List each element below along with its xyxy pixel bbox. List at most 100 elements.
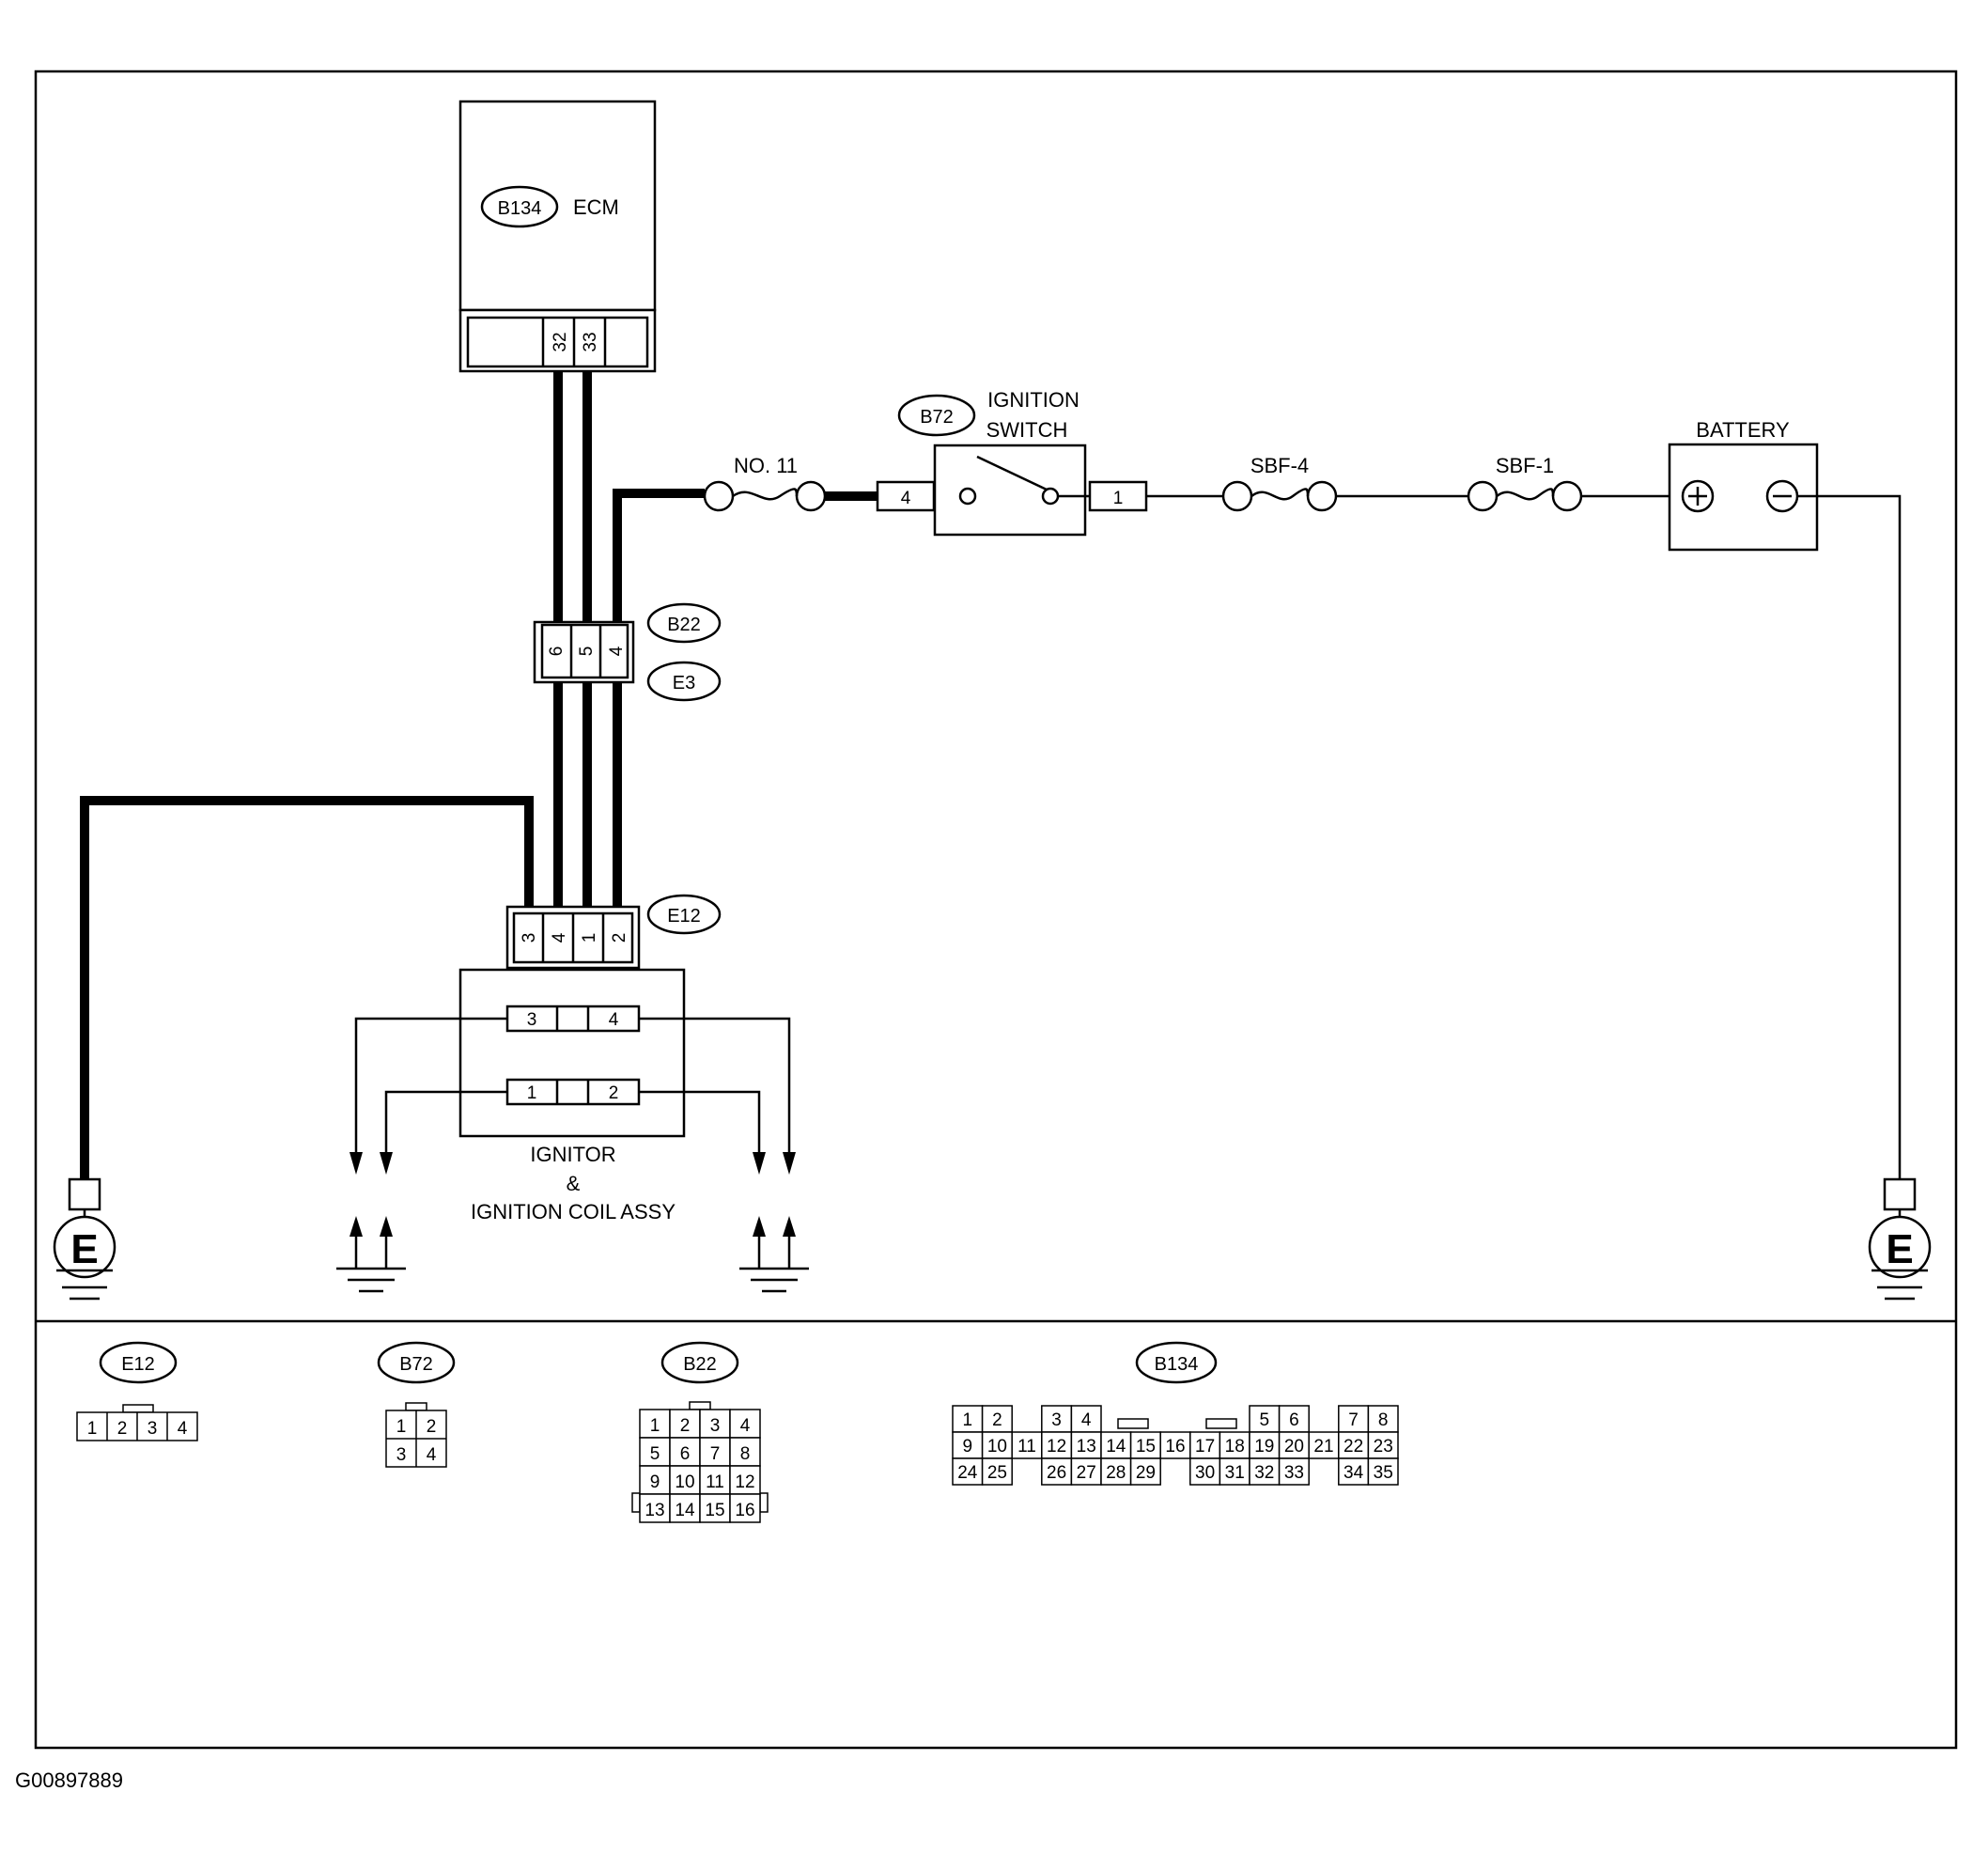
ecm-module: B134 ECM 32 33 [458, 100, 657, 373]
connector-view-b134-pin: 18 [1225, 1437, 1245, 1457]
connector-view-b134-cell [1100, 1457, 1132, 1486]
connector-view-e12: E12 1 2 3 4 [76, 1341, 198, 1441]
connector-view-b134-cell [1278, 1457, 1310, 1486]
coil-upper-pin-4: 4 [609, 1010, 619, 1030]
arrow-up-icon [380, 1216, 393, 1237]
connector-view-b134-pin: 8 [1378, 1410, 1389, 1430]
connector-view-b134-pin: 3 [1051, 1410, 1062, 1430]
connector-view-b134-pin: 28 [1106, 1463, 1126, 1483]
ground-e-icon [1868, 1215, 1932, 1279]
joint-pin-6: 6 [547, 647, 567, 657]
connector-view-b72: B72 1 2 3 4 [377, 1341, 456, 1468]
connector-view-b134-cell [1367, 1457, 1399, 1486]
arrow-down-icon [753, 1152, 766, 1175]
connector-view-b134-pin: 11 [1017, 1437, 1036, 1457]
connector-view-b134-pin: 1 [963, 1410, 973, 1430]
coil-lower-pin-1: 1 [527, 1083, 537, 1103]
connector-view-b22-cell [669, 1409, 701, 1439]
e12-label: E12 [667, 906, 701, 927]
connector-view-b72-name: B72 [399, 1354, 433, 1375]
connector-view-e12-pin: 2 [117, 1419, 128, 1439]
connector-view-b134-pin: 17 [1195, 1437, 1215, 1457]
e12-badge [646, 894, 722, 935]
connector-view-b22-cell [729, 1437, 761, 1467]
connector-view-b134-pin: 23 [1374, 1437, 1393, 1457]
connector-view-b134-cell [1100, 1431, 1132, 1459]
ground-symbol-icon [336, 1216, 406, 1293]
ground-symbol-icon [739, 1216, 809, 1293]
connector-view-b22-pin: 10 [675, 1472, 694, 1492]
connector-view-b72-pin: 4 [427, 1445, 437, 1465]
e12-pin-1: 1 [580, 933, 599, 943]
ignition-switch-pin-1: 1 [1113, 489, 1124, 508]
connector-view-b134-pin: 26 [1047, 1463, 1066, 1483]
connector-view-b22-cell [699, 1409, 731, 1439]
connector-view-b134-pin: 10 [987, 1437, 1007, 1457]
connector-view-b134-pin: 14 [1106, 1437, 1126, 1457]
connector-view-b134-cell [1129, 1457, 1161, 1486]
connector-view-b134-pin: 5 [1260, 1410, 1270, 1430]
connector-view-b134-name: B134 [1155, 1354, 1199, 1375]
connector-view-b22-pin: 9 [650, 1472, 660, 1492]
fuse-sbf1: SBF-1 [1467, 454, 1583, 512]
connector-view-b22-pin: 8 [740, 1444, 751, 1464]
ignitor-label-line1: IGNITOR [530, 1143, 615, 1166]
ecm-pin-32: 32 [551, 332, 570, 351]
connector-view-b134-pin: 4 [1081, 1410, 1092, 1430]
connector-view-b72-pin: 1 [396, 1417, 407, 1437]
connector-view-b22-cell [729, 1409, 761, 1439]
battery: BATTERY [1668, 418, 1819, 552]
connector-view-b22-pin: 6 [680, 1444, 691, 1464]
e3-badge [646, 661, 722, 702]
connector-view-b22-cell [639, 1465, 671, 1495]
ignition-switch-label-line1: IGNITION [987, 388, 1079, 412]
connector-view-b72-pin: 2 [427, 1417, 437, 1437]
connector-view-b22-pin: 2 [680, 1416, 691, 1436]
connector-view-b134-pin: 16 [1165, 1437, 1185, 1457]
arrow-up-icon [349, 1216, 363, 1237]
connector-view-b134-cell [1159, 1431, 1191, 1459]
b22-label: B22 [667, 615, 701, 635]
connector-view-b22-pin: 15 [705, 1501, 724, 1520]
ignitor-label-line3: IGNITION COIL ASSY [471, 1200, 676, 1223]
ecm-label: ECM [573, 195, 619, 219]
figure-id: G00897889 [15, 1768, 123, 1792]
ground-right: E [1868, 1177, 1932, 1301]
ignitor-label-line2: & [567, 1172, 581, 1195]
connector-view-b134-cell [981, 1457, 1013, 1486]
connector-view-b22-pin: 1 [650, 1416, 660, 1436]
connector-view-b22-pin: 7 [710, 1444, 721, 1464]
connector-view-b134-pin: 21 [1313, 1437, 1333, 1457]
connector-view-b134-pin: 20 [1284, 1437, 1304, 1457]
connector-view-b134-pin: 9 [963, 1437, 973, 1457]
fuse-sbf4: SBF-4 [1221, 454, 1338, 512]
harness-wires [80, 371, 878, 1179]
connector-view-b134-cell [1189, 1431, 1221, 1459]
connector-view-b134-cell [1338, 1431, 1370, 1459]
ignition-switch-pin-4: 4 [901, 489, 911, 508]
connector-view-b22-pin: 13 [645, 1501, 664, 1520]
ignitor-coil-assy: 3 4 1 2 IGNITOR & IGNITION COIL ASSY [349, 968, 796, 1223]
ground-right-label: E [1886, 1226, 1913, 1272]
connector-view-b134-pin: 33 [1284, 1463, 1304, 1483]
joint-pin-4: 4 [607, 646, 627, 656]
ignition-switch-label-line2: SWITCH [986, 418, 1068, 442]
connector-view-b22-cell [729, 1493, 761, 1523]
b22-badge [646, 602, 722, 644]
e12-pin-3: 3 [520, 933, 539, 943]
connector-view-b134-pin: 27 [1077, 1463, 1096, 1483]
connector-view-b134-pin: 2 [992, 1410, 1002, 1430]
connector-view-b134-pin: 22 [1343, 1437, 1363, 1457]
connector-view-b134-pin: 7 [1348, 1410, 1359, 1430]
connector-view-b134-cell [1011, 1431, 1043, 1459]
connector-view-b134-cell [952, 1405, 984, 1433]
connector-view-b22-pin: 4 [740, 1416, 751, 1436]
fuse-sbf1-label: SBF-1 [1496, 454, 1554, 477]
wire-battery-ground [1797, 494, 1902, 1179]
e3-label: E3 [673, 673, 695, 693]
connector-view-b134-pin: 24 [957, 1463, 978, 1483]
connector-view-b134-cell [1338, 1457, 1370, 1486]
connector-view-b134-pin: 31 [1225, 1463, 1245, 1483]
